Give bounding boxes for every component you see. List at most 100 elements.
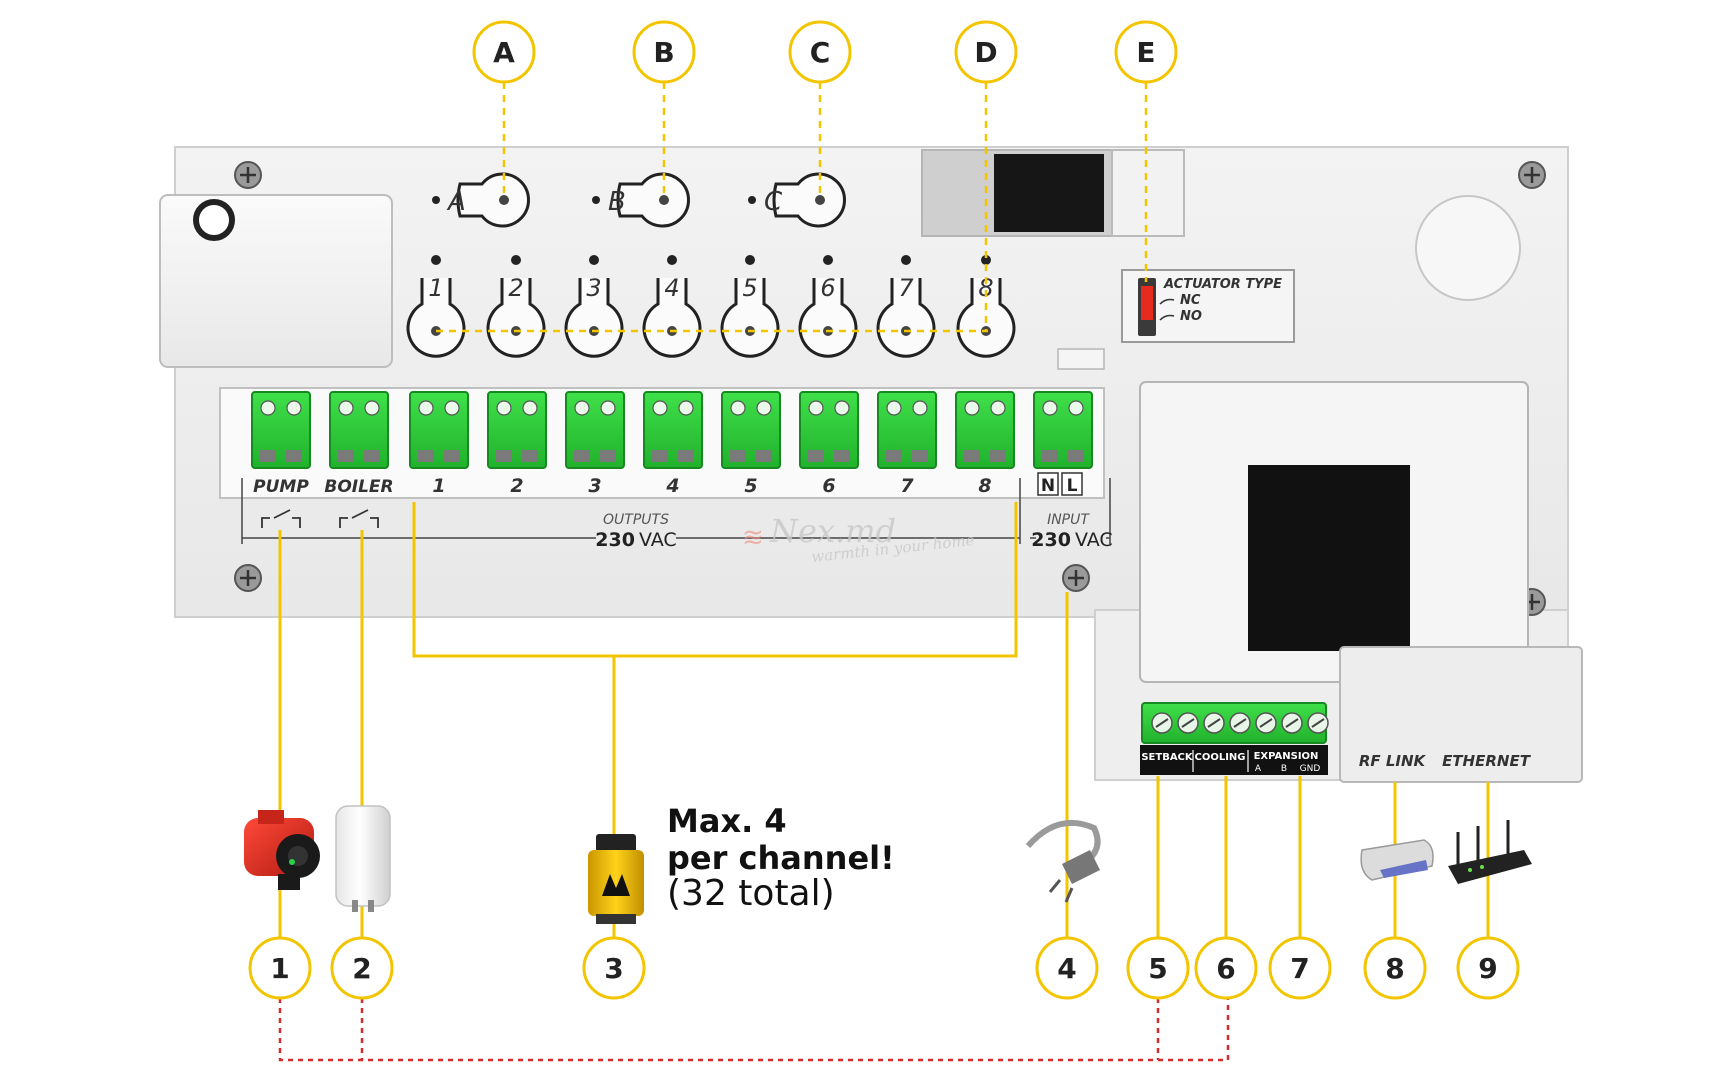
terminal-block[interactable]: 8 xyxy=(955,391,1015,497)
channel-number: 1 xyxy=(428,274,443,302)
channel-led-1: 1 xyxy=(406,255,466,358)
actuator-option-mark xyxy=(1159,298,1175,321)
actuator-type-switch-knob[interactable] xyxy=(1141,286,1153,320)
neutral-box xyxy=(1037,472,1059,496)
pot-a[interactable]: A xyxy=(432,172,530,228)
device-number: 9 xyxy=(1478,952,1497,985)
screw-icon xyxy=(1518,161,1546,189)
device-number: 1 xyxy=(270,952,289,985)
device-number: 3 xyxy=(604,952,623,985)
device-callout-9: 9 xyxy=(1456,936,1520,1000)
actuator-option-no: NO xyxy=(1180,309,1202,324)
port-module xyxy=(1339,646,1583,783)
channel-number: 2 xyxy=(508,274,523,302)
ethernet-label: ETHERNET xyxy=(1442,752,1532,770)
channel-number: 4 xyxy=(664,274,679,302)
screw-icon xyxy=(1062,564,1090,592)
terminal-block[interactable]: 6 xyxy=(799,391,859,497)
pot-label: A xyxy=(446,187,466,217)
letter-leader-lines xyxy=(502,82,1148,331)
device-callout-4: 4 xyxy=(1035,936,1099,1000)
expansion-pin-b: B xyxy=(1281,764,1287,774)
connector-latch xyxy=(1111,149,1185,237)
rf-link-label: RF LINK xyxy=(1359,752,1427,770)
terminal-block[interactable] xyxy=(1033,391,1093,469)
terminal-block[interactable]: BOILER xyxy=(324,391,394,497)
live-label: L xyxy=(1067,476,1078,496)
low-voltage-screw-icon[interactable] xyxy=(1307,712,1329,734)
channel-led-3: 3 xyxy=(564,255,624,358)
boiler-relay-symbol xyxy=(339,509,379,528)
note-line-2: per channel! xyxy=(667,839,895,877)
low-voltage-screw-icon[interactable] xyxy=(1151,712,1173,734)
screw-icon xyxy=(234,564,262,592)
watermark-brand: Nex.md xyxy=(769,512,896,550)
channel-led-6: 6 xyxy=(798,255,858,358)
callout-letter: C xyxy=(810,36,831,69)
terminal-label: PUMP xyxy=(253,477,309,497)
channel-number: 7 xyxy=(898,274,914,302)
pot-b[interactable]: B xyxy=(592,172,690,228)
low-voltage-screw-icon[interactable] xyxy=(1255,712,1277,734)
pot-label: B xyxy=(608,187,626,217)
watermark-flame-icon: ≋ xyxy=(742,523,764,553)
device-callout-8: 8 xyxy=(1363,936,1427,1000)
cable-gland xyxy=(1415,195,1521,301)
terminal-block[interactable]: 5 xyxy=(721,391,781,497)
terminal-block[interactable]: PUMP xyxy=(251,391,311,497)
input-label: INPUT xyxy=(1047,512,1090,528)
terminal-label: 8 xyxy=(978,475,991,497)
router-icon xyxy=(1448,820,1532,884)
terminal-label: 5 xyxy=(744,475,757,497)
channel-led-4: 4 xyxy=(642,255,702,358)
callout-letter: A xyxy=(493,36,515,69)
input-tab xyxy=(1057,348,1105,370)
terminal-label: 4 xyxy=(665,475,679,497)
outputs-label: OUTPUTS xyxy=(603,512,669,528)
input-bracket xyxy=(1030,478,1111,544)
device-callout-3: 3 xyxy=(582,936,646,1000)
actuator-option-nc: NC xyxy=(1180,293,1201,308)
note-line-1: Max. 4 xyxy=(667,802,787,840)
callout-a: A xyxy=(472,20,536,84)
pot-label: C xyxy=(764,187,783,217)
power-plug-icon xyxy=(1025,819,1101,903)
outputs-bracket xyxy=(241,478,1021,544)
expansion-pin-a: A xyxy=(1255,764,1262,774)
low-voltage-screw-icon[interactable] xyxy=(1177,712,1199,734)
expansion-pin-gnd: GND xyxy=(1300,764,1321,774)
terminal-block[interactable]: 7 xyxy=(877,391,937,497)
setback-label: SETBACK xyxy=(1141,752,1194,763)
cooling-label: COOLING xyxy=(1194,752,1245,763)
low-voltage-screw-icon[interactable] xyxy=(1281,712,1303,734)
terminal-label: 7 xyxy=(900,475,914,497)
channel-number: 5 xyxy=(742,274,757,302)
terminal-label: 1 xyxy=(432,475,445,497)
live-box xyxy=(1061,472,1083,496)
terminal-block[interactable]: 2 xyxy=(487,391,547,497)
low-voltage-screw-icon[interactable] xyxy=(1203,712,1225,734)
connector-socket xyxy=(994,154,1104,232)
terminal-block[interactable]: 3 xyxy=(565,391,625,497)
device-number: 4 xyxy=(1057,952,1076,985)
low-voltage-screw-icon[interactable] xyxy=(1229,712,1251,734)
device-number: 5 xyxy=(1148,952,1167,985)
pot-c[interactable]: C xyxy=(748,172,846,228)
neutral-label: N xyxy=(1041,476,1055,496)
device-number: 6 xyxy=(1216,952,1235,985)
terminal-block[interactable]: 4 xyxy=(643,391,703,497)
channel-number: 6 xyxy=(820,274,835,302)
callout-letter: B xyxy=(653,36,674,69)
device-callout-7: 7 xyxy=(1268,936,1332,1000)
callout-d: D xyxy=(954,20,1018,84)
terminal-label: 2 xyxy=(510,475,523,497)
callout-b: B xyxy=(632,20,696,84)
terminal-block[interactable]: 1 xyxy=(409,391,469,497)
display-window xyxy=(1248,465,1410,651)
terminal-label: 6 xyxy=(822,475,835,497)
terminal-label: 3 xyxy=(588,475,601,497)
expansion-label: EXPANSION xyxy=(1254,751,1319,762)
device-number: 2 xyxy=(352,952,371,985)
device-callout-5: 5 xyxy=(1126,936,1190,1000)
